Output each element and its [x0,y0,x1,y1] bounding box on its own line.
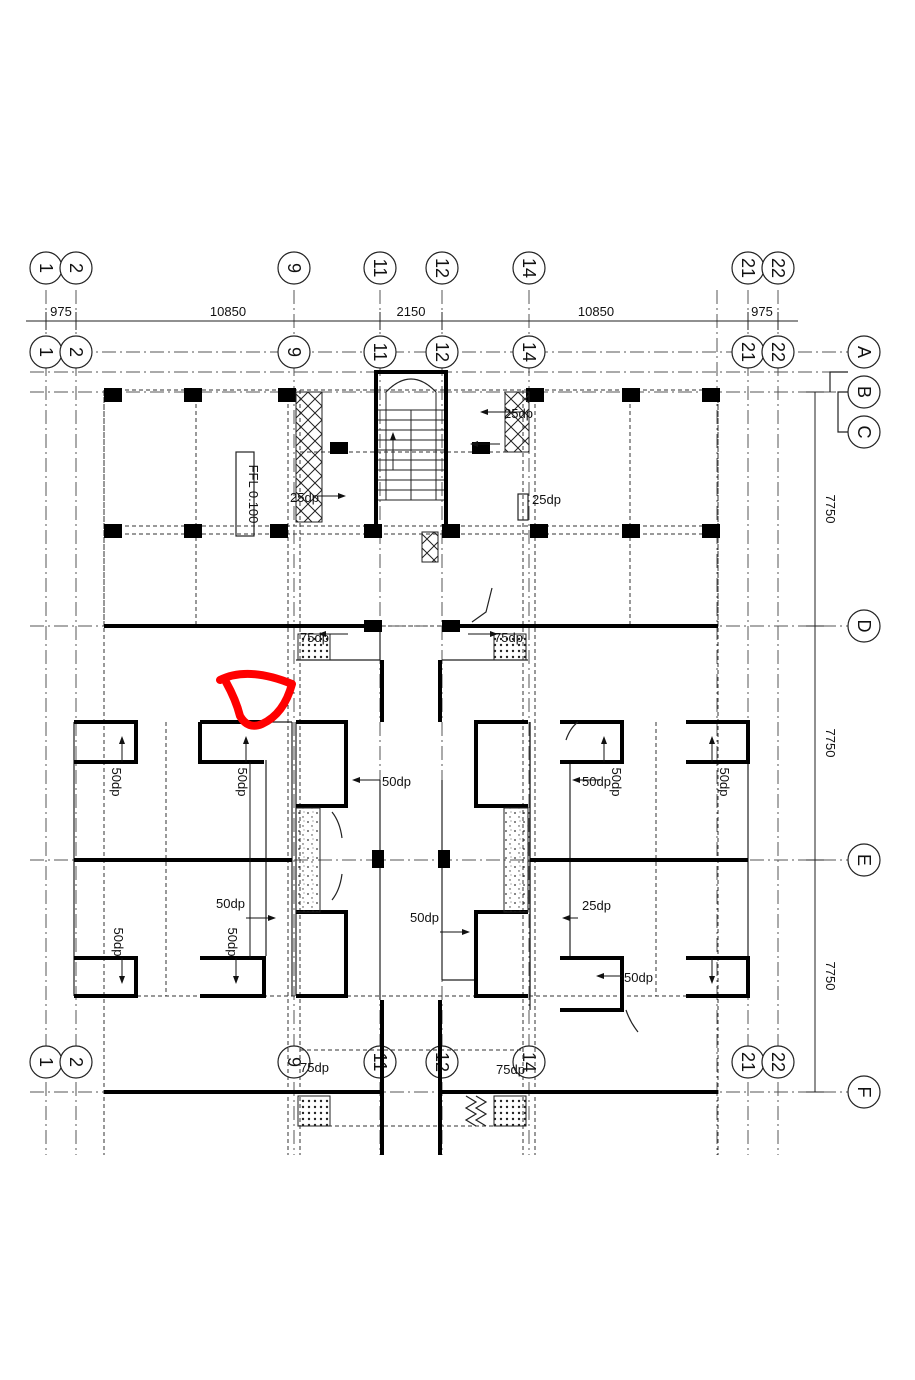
dim-top-5: 975 [751,304,773,319]
drop-label: 50dp [582,774,611,789]
bubble-top-1: 1 [36,263,56,273]
bubble-top-11: 11 [370,259,390,278]
grid-bubbles-bottom: 1 2 9 11 12 14 21 22 [29,1045,795,1079]
bubble-top-12: 12 [432,258,452,278]
drop-label: 50dp [624,970,653,985]
drop-label: 50dp [216,896,245,911]
bubble-right-b: B [854,386,874,398]
bubble-r2-1: 1 [36,347,56,357]
bubble-top-2: 2 [66,263,86,273]
drop-label: 50dp [225,928,240,957]
bubble-r2-21: 21 [738,342,758,362]
bubble-bot-2: 2 [66,1057,86,1067]
bubble-top-21: 21 [738,258,758,278]
drop-label: 25dp [504,406,533,421]
dim-top-1: 975 [50,304,72,319]
columns [104,388,720,868]
bubble-right-f: F [854,1087,874,1098]
bubble-r2-9: 9 [284,347,304,357]
bubble-bot-22: 22 [768,1052,788,1072]
drop-label: 50dp [382,774,411,789]
bubble-r2-22: 22 [768,342,788,362]
level-tag: FFL 0.100 [235,451,261,537]
bubble-bot-9: 9 [284,1057,304,1067]
bubble-right-a: A [854,346,874,358]
bubble-right-c: C [854,426,874,439]
bubble-bot-21: 21 [738,1052,758,1072]
bubble-bot-14: 14 [519,1052,539,1072]
drop-label: 25dp [582,898,611,913]
thick-walls [74,370,750,1155]
drop-label: 50dp [609,768,624,797]
stair-core [378,378,444,563]
slope-arrows [119,409,715,1033]
grid-bubbles-right: A B C D E F [829,335,881,1109]
bubble-r2-14: 14 [519,342,539,362]
drop-label: 50dp [109,768,124,797]
drop-label: 50dp [235,768,250,797]
drop-label: 75dp [494,630,523,645]
bubble-r2-12: 12 [432,342,452,362]
bubble-r2-2: 2 [66,347,86,357]
drop-label: 25dp [290,490,319,505]
dim-top-3: 2150 [397,304,426,319]
grid-bubbles-row2: 1 2 9 11 12 14 21 22 [29,335,795,369]
dim-top-4: 10850 [578,304,614,319]
drop-label: 50dp [111,928,126,957]
dim-right-2: 7750 [823,729,838,758]
bubble-right-e: E [854,854,874,866]
drop-label: 75dp [300,630,329,645]
thin-walls [73,626,749,1010]
bubble-bot-1: 1 [36,1057,56,1067]
drop-label: 50dp [410,910,439,925]
drop-label: 25dp [532,492,561,507]
dim-top-2: 10850 [210,304,246,319]
dimension-line-top: 975 10850 2150 10850 975 [26,304,798,330]
drop-labels: 25dp 25dp 25dp 75dp 75dp 50dp 50dp 50dp … [109,406,732,1077]
bubble-top-14: 14 [519,258,539,278]
bubble-top-22: 22 [768,258,788,278]
level-tag-text: FFL 0.100 [246,465,261,524]
drop-label: 75dp [300,1060,329,1075]
bubble-right-d: D [854,620,874,633]
red-markup-annotation [216,669,296,730]
dimension-line-right: 7750 7750 7750 [806,391,838,1093]
dim-right-1: 7750 [823,495,838,524]
beam-outlines [73,389,749,1155]
grid-bubbles-top: 1 2 9 11 12 14 21 22 [29,251,795,285]
drop-label: 75dp [496,1062,525,1077]
drop-label: 50dp [717,768,732,797]
bubble-top-9: 9 [284,263,304,273]
dim-right-3: 7750 [823,962,838,991]
bubble-r2-11: 11 [370,343,390,362]
shafts [295,391,530,1127]
